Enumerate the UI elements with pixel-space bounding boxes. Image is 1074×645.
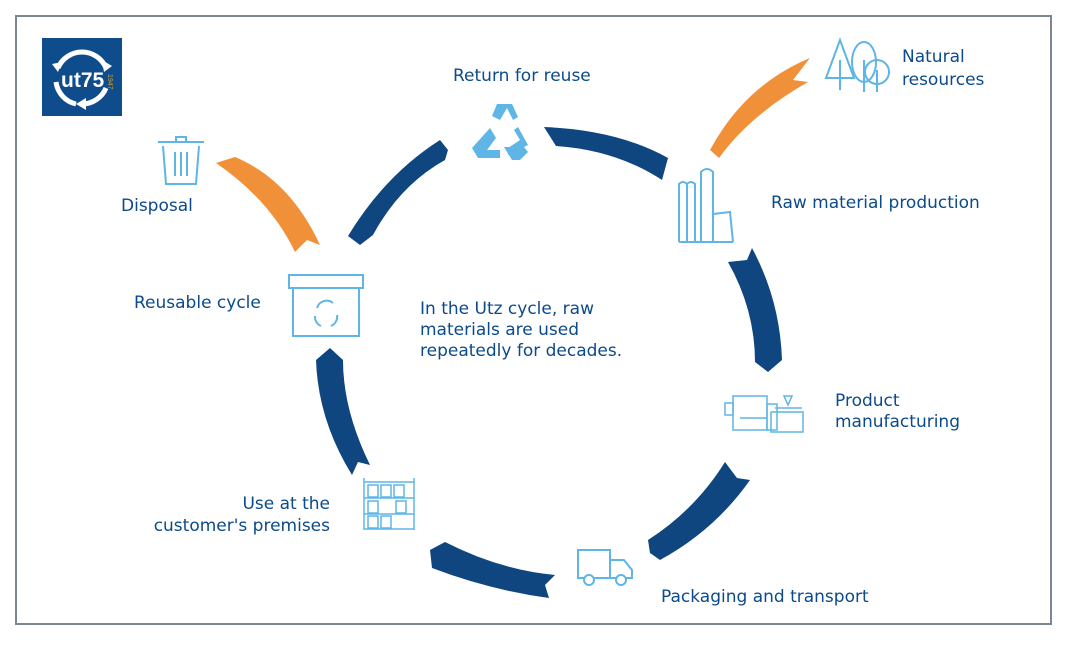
arrow-packaging-to-use [430, 542, 555, 598]
shelving-icon [363, 478, 415, 530]
arrow-return-to-raw [544, 127, 668, 180]
arrow-reusable-to-return [348, 140, 448, 245]
label-packaging-transport: Packaging and transport [661, 587, 869, 607]
label-use-customer-2: customer's premises [153, 516, 330, 536]
diagram-frame [15, 15, 1052, 625]
logo-year: 1947 [106, 74, 113, 90]
arrow-natural-to-raw [710, 58, 810, 158]
center-text-line3: repeatedly for decades. [420, 341, 623, 361]
label-product-manufacturing-2: manufacturing [835, 412, 960, 432]
silo-factory-icon [678, 168, 734, 243]
arrow-manufacturing-to-packaging [648, 462, 750, 560]
truck-icon [577, 549, 633, 586]
label-reusable-cycle: Reusable cycle [134, 293, 261, 313]
label-raw-material-production: Raw material production [771, 193, 980, 213]
reusable-box-icon [288, 274, 364, 337]
label-natural-resources-1: Natural [902, 47, 965, 67]
label-return-for-reuse: Return for reuse [453, 66, 591, 86]
injection-machine-icon [724, 395, 804, 433]
utz-logo: ut75 1947 [42, 38, 122, 116]
trees-icon [824, 37, 890, 92]
arrow-use-to-reusable [316, 348, 370, 475]
label-natural-resources-2: resources [902, 70, 985, 90]
center-text-line1: In the Utz cycle, raw [420, 299, 594, 319]
trash-icon [158, 136, 204, 185]
logo-ut-text: ut75 [61, 69, 105, 92]
label-use-customer-1: Use at the [242, 494, 330, 514]
label-product-manufacturing-1: Product [835, 391, 900, 411]
arrow-reusable-to-disposal [216, 157, 320, 252]
center-text-line2: materials are used [420, 320, 579, 340]
label-disposal: Disposal [121, 196, 193, 216]
recycle-icon [472, 104, 528, 160]
utz-75-logo-icon: ut75 1947 [52, 49, 113, 110]
arrow-raw-to-manufacturing [728, 248, 782, 372]
